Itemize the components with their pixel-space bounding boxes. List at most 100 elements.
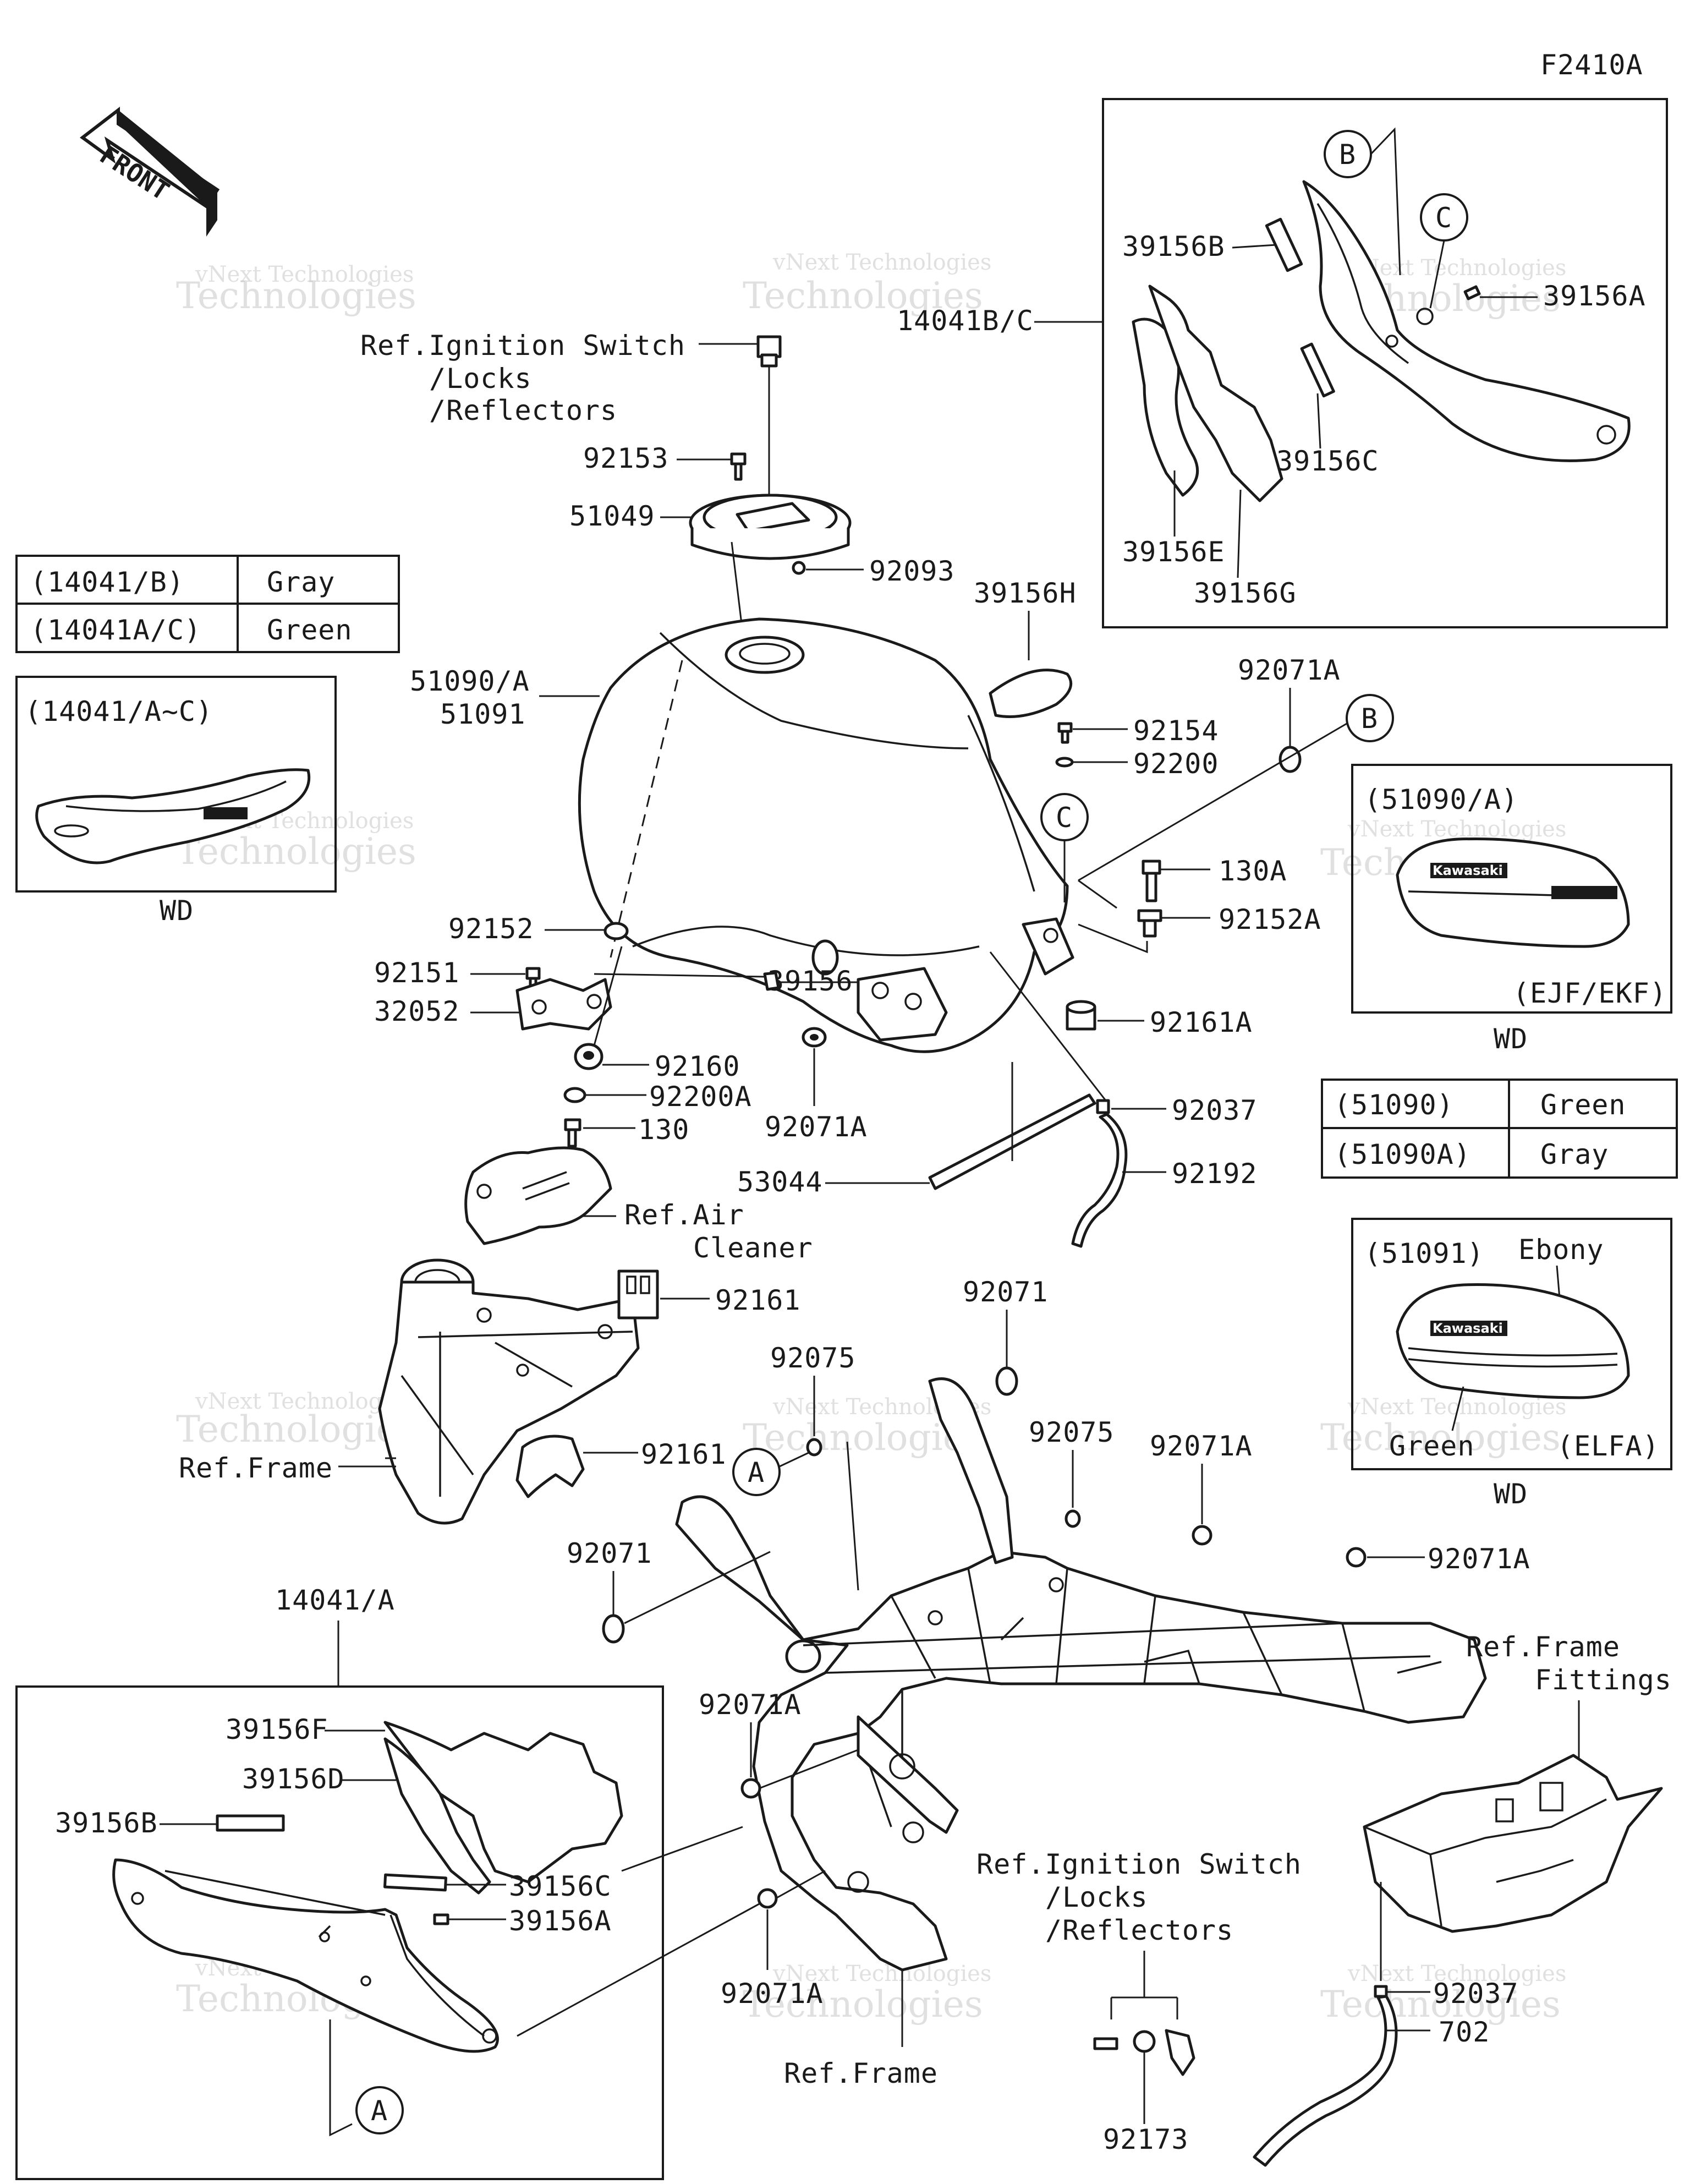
diagram-code: F2410A (1540, 49, 1643, 81)
part-92151: 92151 (374, 957, 460, 989)
watermark: vNext Technologies (772, 250, 991, 275)
inset-color-top: Ebony (1518, 1234, 1604, 1266)
part-51091: 51091 (440, 698, 526, 730)
inset-title: (51090/A) (1364, 784, 1518, 815)
kawasaki-badge: Kawasaki (1433, 863, 1503, 878)
grommet-92071a-3 (1192, 1525, 1212, 1546)
part-39156b-top: 39156B (1122, 231, 1225, 262)
collar-92152a (1137, 909, 1162, 938)
part-92192: 92192 (1172, 1158, 1258, 1190)
fuel-cap-bolt (756, 335, 782, 368)
grommet-92071a-4 (1346, 1547, 1367, 1568)
inset-caption: WD (1494, 1023, 1528, 1055)
watermark: Technologies (176, 1408, 416, 1450)
clamp-92037 (1096, 1099, 1110, 1114)
part-92152a: 92152A (1219, 904, 1321, 935)
ref-frame-bottom: Ref.Frame (784, 2057, 938, 2089)
decal-39156a-2 (433, 1913, 449, 1925)
table-cell: Gray (267, 566, 335, 598)
pad-39156 (763, 971, 780, 991)
side-cover-14041a (112, 1858, 499, 2053)
part-14041a: 14041/A (275, 1584, 395, 1616)
ref-locks-bottom: /Locks (1045, 1881, 1148, 1913)
marker-a-label: A (748, 1457, 765, 1488)
screw-92151 (525, 967, 541, 988)
marker-a2 (355, 2086, 404, 2134)
ref-locks-top: /Locks (429, 363, 532, 395)
table-cell: (51090A) (1334, 1138, 1471, 1170)
decal-39156b-2 (216, 1814, 285, 1832)
inset-color-bottom: Green (1389, 1430, 1475, 1462)
bolt-130a (1142, 860, 1161, 902)
bolt-92154 (1057, 722, 1073, 744)
table-cell: Gray (1540, 1138, 1609, 1170)
part-39156d: 39156D (242, 1763, 345, 1795)
part-92071-2: 92071 (567, 1537, 652, 1569)
rubber-92161-lower (515, 1435, 585, 1498)
table-cell: Green (1540, 1089, 1626, 1121)
inset-title: (14041/A~C) (25, 696, 213, 727)
color-table-51090: (51090) Green (51090A) Gray (1321, 1079, 1678, 1179)
part-92200a: 92200A (649, 1081, 752, 1113)
marker-c2-label: C (1056, 802, 1073, 834)
watermark: vNext Technologies (1347, 255, 1566, 281)
part-92153: 92153 (583, 442, 669, 474)
ref-frame-left: Ref.Frame (179, 1452, 333, 1484)
screw-92153 (730, 452, 747, 481)
grommet-92071-1 (995, 1366, 1018, 1396)
decal-cover-b-c (1302, 180, 1631, 462)
washer-92093 (792, 561, 806, 575)
part-39156g: 39156G (1194, 577, 1297, 609)
watermark: vNext Technologies (1347, 1961, 1566, 1986)
part-92071a-6: 92071A (721, 1978, 824, 2010)
part-32052: 32052 (374, 995, 460, 1027)
ref-reflectors-bottom: /Reflectors (1045, 1914, 1233, 1946)
ref-ignition-switch-bottom: Ref.Ignition Switch (976, 1848, 1302, 1880)
marker-c-label: C (1435, 202, 1452, 234)
part-92161a: 92161A (1150, 1006, 1253, 1038)
part-92071a-5: 92071A (699, 1689, 802, 1721)
ref-reflectors-top: /Reflectors (429, 395, 617, 426)
damper-92161a (1066, 1000, 1096, 1031)
watermark: vNext Technologies (1347, 817, 1566, 842)
watermark: Technologies (743, 275, 983, 317)
fuel-tank-51090 (578, 617, 1074, 1053)
part-92093: 92093 (869, 555, 955, 587)
inset-note: (ELFA) (1557, 1430, 1660, 1462)
inset-14041: (14041/A~C) WD (15, 676, 337, 927)
part-39156: 39156 (767, 965, 853, 997)
watermark: Technologies (1320, 1983, 1561, 2026)
part-14041bc: 14041B/C (897, 305, 1034, 337)
front-direction-arrow-icon: FRONT (79, 106, 220, 237)
part-92173: 92173 (1103, 2123, 1189, 2155)
collar-92075-1 (806, 1438, 822, 1457)
part-51049: 51049 (569, 500, 655, 532)
main-frame (675, 1377, 1487, 1972)
washer-92200 (1055, 757, 1074, 768)
clamp-92037-2 (1374, 1985, 1388, 1998)
kawasaki-badge: Kawasaki (1433, 1321, 1503, 1336)
part-39156b-2: 39156B (55, 1807, 158, 1839)
marker-a (732, 1448, 781, 1496)
grommet-92071a-6 (757, 1888, 778, 1909)
part-92075-1: 92075 (770, 1342, 856, 1374)
grommet-92160 (574, 1043, 603, 1070)
part-92071a-3: 92071A (1150, 1430, 1253, 1462)
breather-hose-92192 (1071, 1113, 1128, 1248)
watermark: Technologies (743, 1983, 983, 2026)
decal-kit-box (1102, 98, 1668, 628)
table-cell: (14041A/C) (30, 614, 201, 646)
grommet-92071a-2 (802, 1027, 827, 1048)
decal-39156c (1300, 342, 1335, 398)
part-92037-2: 92037 (1433, 1978, 1519, 2010)
ref-air-cleaner-2: Cleaner (693, 1232, 813, 1264)
part-130: 130 (638, 1114, 689, 1146)
decal-39156a (1463, 285, 1481, 300)
ref-frame-fittings-2: Fittings (1535, 1664, 1672, 1696)
decal-39156d (383, 1737, 491, 1895)
inset-caption: WD (1494, 1478, 1528, 1510)
decal-39156g (1148, 284, 1283, 502)
marker-b2 (1346, 694, 1394, 742)
watermark: vNext Technologies (195, 262, 414, 287)
